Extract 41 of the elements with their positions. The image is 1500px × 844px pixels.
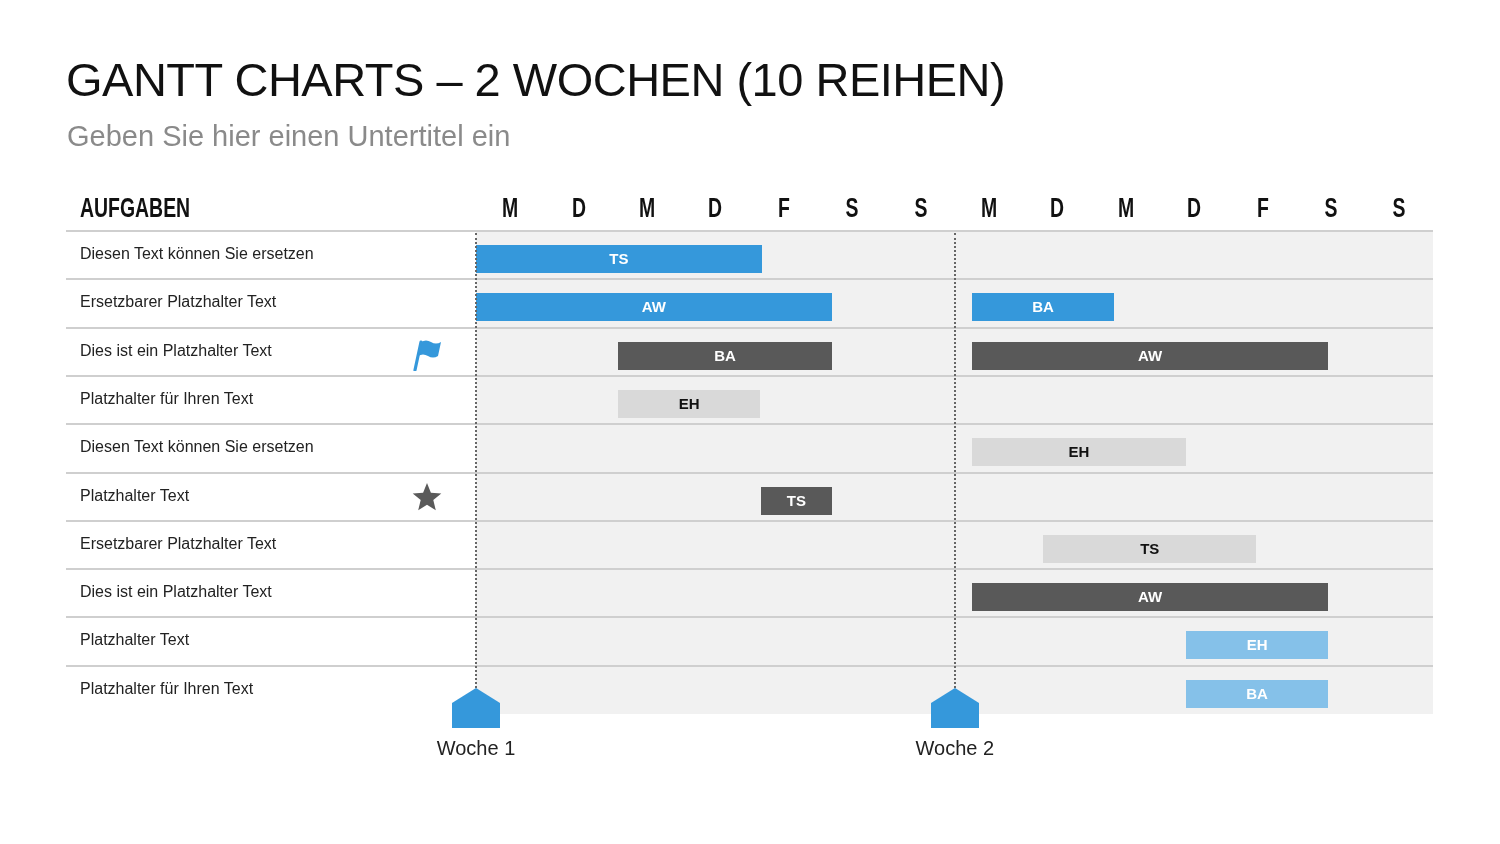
day-header: M [979,193,999,223]
task-bar: AW [476,293,832,322]
task-bar: BA [1186,679,1329,708]
day-header: M [637,193,657,223]
subtitle: Geben Sie hier einen Untertitel ein [67,119,511,154]
column-header: AUFGABEN [80,193,191,223]
day-header: M [1116,193,1135,223]
day-header: F [776,193,791,223]
task-bar: EH [618,389,760,418]
task-name: Ersetzbarer Platzhalter Text [80,292,277,313]
day-header: S [844,193,860,223]
day-header: F [1255,193,1270,223]
task-bar: TS [476,245,762,273]
title: GANTT CHARTS – 2 WOCHEN (10 REIHEN) [66,52,1006,108]
task-name: Ersetzbarer Platzhalter Text [80,533,277,554]
week-label: Woche 2 [915,736,995,760]
task-name: Diesen Text können Sie ersetzen [80,437,314,458]
day-header: S [913,193,929,223]
task-bar: TS [1043,534,1257,563]
day-header: D [1186,193,1203,223]
task-bar: AW [971,583,1329,612]
task-bar: BA [971,293,1115,322]
task-bar: AW [971,341,1329,370]
task-name: Platzhalter Text [80,630,190,651]
task-name: Diesen Text können Sie ersetzen [80,244,314,264]
day-header: S [1323,193,1339,223]
day-header: D [1049,193,1066,223]
day-header: D [570,193,587,223]
task-bar: TS [761,486,832,515]
task-name: Dies ist ein Platzhalter Text [80,582,272,603]
week-label: Woche 1 [436,736,516,760]
day-header: S [1391,193,1407,223]
task-name: Platzhalter Text [80,485,190,506]
task-name: Platzhalter für Ihren Text [80,388,254,409]
day-header: D [707,193,724,223]
task-bar: EH [971,438,1186,467]
task-name: Platzhalter für Ihren Text [80,678,254,699]
task-name: Dies ist ein Platzhalter Text [80,340,272,361]
day-header: M [501,193,520,223]
task-bar: BA [618,341,832,370]
task-bar: EH [1186,631,1329,660]
